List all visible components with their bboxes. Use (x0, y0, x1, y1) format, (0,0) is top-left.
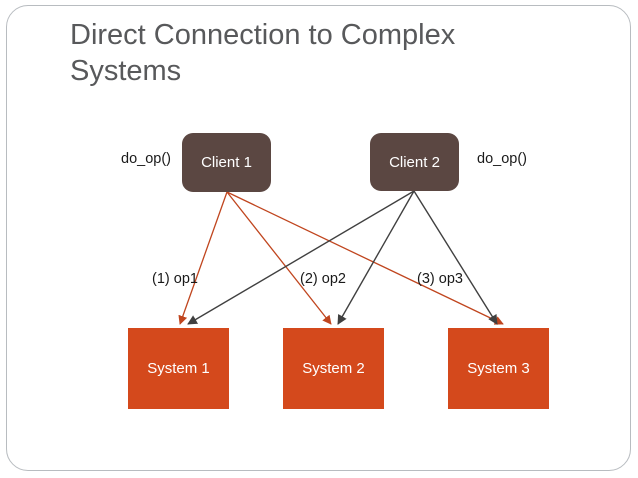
arrow-client2-to-system1 (187, 190, 415, 325)
system-node-label: System 2 (302, 360, 365, 377)
arrow-client2-to-system3 (413, 190, 498, 325)
system-node-label: System 3 (467, 360, 530, 377)
operation-label-op2: (2) op2 (300, 271, 346, 287)
client-node-label: Client 2 (389, 153, 440, 171)
arrow-client1-to-system1 (178, 191, 228, 325)
do-op-label-client-2: do_op() (477, 151, 527, 167)
page-title: Direct Connection to Complex Systems (70, 19, 456, 87)
arrow-client1-to-system3 (226, 191, 504, 325)
operation-label-op3: (3) op3 (417, 271, 463, 287)
system-node-system-2[interactable]: System 2 (283, 328, 384, 409)
client-node-client-2[interactable]: Client 2 (370, 133, 459, 191)
do-op-label-client-1: do_op() (121, 151, 171, 167)
system-node-system-3[interactable]: System 3 (448, 328, 549, 409)
arrow-client2-to-system2 (337, 190, 415, 325)
operation-label-op1: (1) op1 (152, 271, 198, 287)
client-node-label: Client 1 (201, 154, 252, 171)
arrow-client1-to-system2 (226, 191, 332, 325)
system-node-label: System 1 (147, 360, 210, 377)
system-node-system-1[interactable]: System 1 (128, 328, 229, 409)
client-node-client-1[interactable]: Client 1 (182, 133, 271, 192)
